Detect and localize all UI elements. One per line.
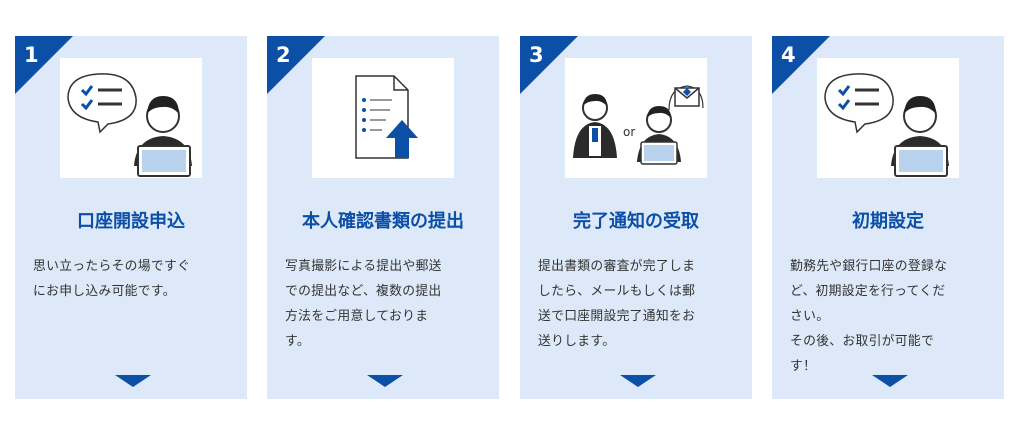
person-or-mail-icon: or xyxy=(565,58,707,178)
step-number: 2 xyxy=(276,43,291,67)
chevron-down-icon xyxy=(620,375,656,387)
step-description: 写真撮影による提出や郵送 での提出など、複数の提出 方法をご用意しておりま す。 xyxy=(285,259,442,349)
chevron-down-icon xyxy=(115,375,151,387)
step-description: 勤務先や銀行口座の登録な ど、初期設定を行ってくだ さい。 その後、お取引が可能… xyxy=(790,259,948,374)
step-title: 口座開設申込 xyxy=(77,211,185,232)
step-number: 3 xyxy=(529,43,544,67)
step-description: 提出書類の審査が完了しま したら、メールもしくは郵 送で口座開設完了通知をお 送… xyxy=(538,259,696,349)
document-upload-icon xyxy=(312,58,454,178)
step-number: 4 xyxy=(781,43,796,67)
step-card-2: 2 本人確認書類の提出 写真撮影による提出や郵送 での提出など、複数の提出 方法… xyxy=(267,36,499,399)
step-card-4: 4 初期設定 勤務先や銀行口座の登録な ど、初期設定を行ってくだ さい。 その後… xyxy=(772,36,1004,399)
chevron-down-icon xyxy=(367,375,403,387)
checklist-person-icon xyxy=(817,58,959,178)
step-card-1: 1 口座開設申込 思い立ったらその場ですぐ にお申し込み可能です。 xyxy=(15,36,247,399)
step-description: 思い立ったらその場ですぐ にお申し込み可能です。 xyxy=(33,259,191,299)
step-title: 本人確認書類の提出 xyxy=(302,211,464,232)
or-label: or xyxy=(623,125,635,139)
chevron-down-icon xyxy=(872,375,908,387)
step-title: 完了通知の受取 xyxy=(573,211,699,232)
checklist-person-icon xyxy=(60,58,202,178)
step-card-3: 3 or 完了通知の受取 提出書類の審査が完了しま したら、メールもしくは郵 送… xyxy=(520,36,752,399)
step-number: 1 xyxy=(24,43,39,67)
step-title: 初期設定 xyxy=(852,211,924,232)
